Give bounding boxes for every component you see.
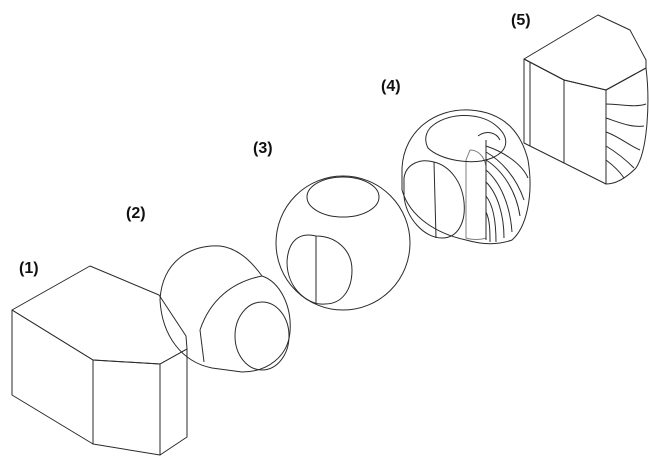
label-2: (2) [126,205,146,222]
shape-4-faceted-sphere [401,109,531,245]
shape-5-meridians [605,103,647,179]
shape-3-body [275,175,411,311]
shape-2-body [159,245,291,373]
shape-2-end-cap [234,301,290,371]
shape-2-inner-line [199,329,205,363]
shape-1-front-face [11,309,94,445]
shape-1-side-face [159,348,188,456]
shape-5-rounded-prism [523,14,649,185]
shape-5-middle-face [563,79,607,185]
shape-4-cap-divider [433,161,437,239]
shape-3-front-cap [286,234,353,305]
shape-5-rounded-side [605,67,649,185]
shape-2-rounded-cap [159,245,291,373]
shape-4-top-notch [477,132,501,141]
shape-4-front-cap [403,160,465,239]
shape-4-top-cap [425,114,507,163]
label-3: (3) [253,140,273,157]
shape-3-top-cap [306,176,380,218]
shape-1-top-face [11,265,188,365]
shape-1-beveled-block [11,265,188,456]
shape-4-side-panel [465,149,487,240]
shape-5-top-face [523,14,647,91]
label-1: (1) [19,260,39,277]
label-5: (5) [511,12,531,29]
shape-1-bevel-face [92,359,161,456]
shape-2-ring [199,275,263,331]
shape-4-meridians [485,145,529,243]
label-4: (4) [381,78,401,95]
shape-4-body [401,109,531,245]
shape-3-capped-sphere [275,175,411,311]
